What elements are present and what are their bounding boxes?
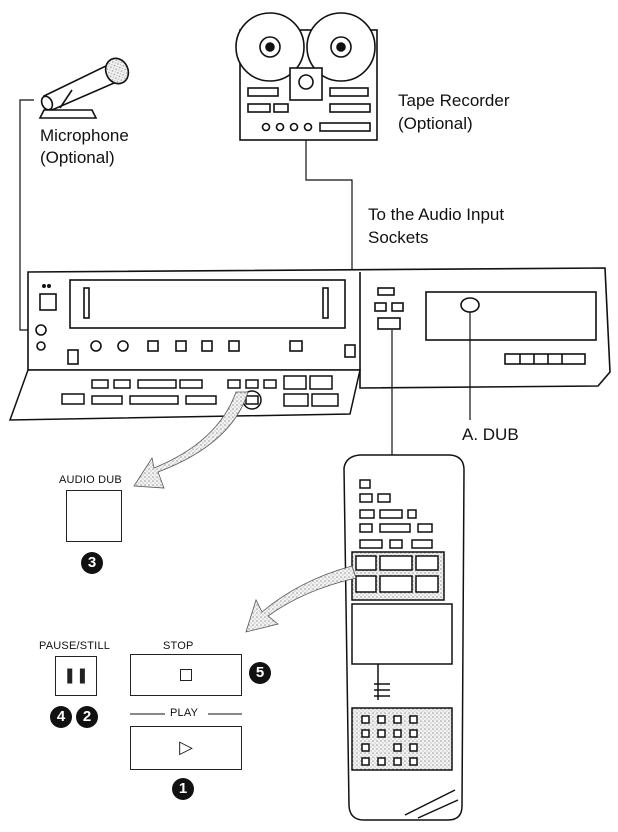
tape-recorder-label: Tape Recorder [398,91,510,110]
arrow-to-stop [245,565,357,633]
step-badge-stop: 5 [249,662,271,684]
play-label: PLAY [170,707,199,719]
step-badge-play: 1 [172,778,194,800]
audio-input-label-line1: To the Audio Input [368,205,505,224]
microphone-optional-label: (Optional) [40,148,115,167]
stop-label: STOP [163,640,194,652]
audio-input-label-line2: Sockets [368,228,429,247]
remote-control-illustration [343,454,465,821]
pause-icon: ❚❚ [63,666,89,684]
vcr-front-panel [8,369,361,421]
play-button[interactable]: ▷ [130,726,242,770]
vcr-illustration [27,267,611,389]
stop-icon [180,669,192,681]
audio-dub-label: AUDIO DUB [59,474,122,486]
play-icon: ▷ [179,737,193,758]
arrow-to-audio-dub [133,391,249,489]
a-dub-label: A. DUB [462,425,519,444]
audio-dub-button[interactable] [66,490,122,542]
tape-recorder-cable [305,140,353,270]
step-badge-pause-first: 4 [50,706,72,728]
step-badge-pause-second: 2 [76,706,98,728]
tape-recorder-illustration [235,12,378,141]
pause-still-button[interactable]: ❚❚ [55,656,97,696]
stop-button[interactable] [130,654,242,696]
tape-recorder-optional-label: (Optional) [398,114,473,133]
microphone-illustration [38,57,130,119]
microphone-label: Microphone [40,126,129,145]
step-badge-audio-dub: 3 [81,552,103,574]
pause-still-label: PAUSE/STILL [39,640,111,652]
